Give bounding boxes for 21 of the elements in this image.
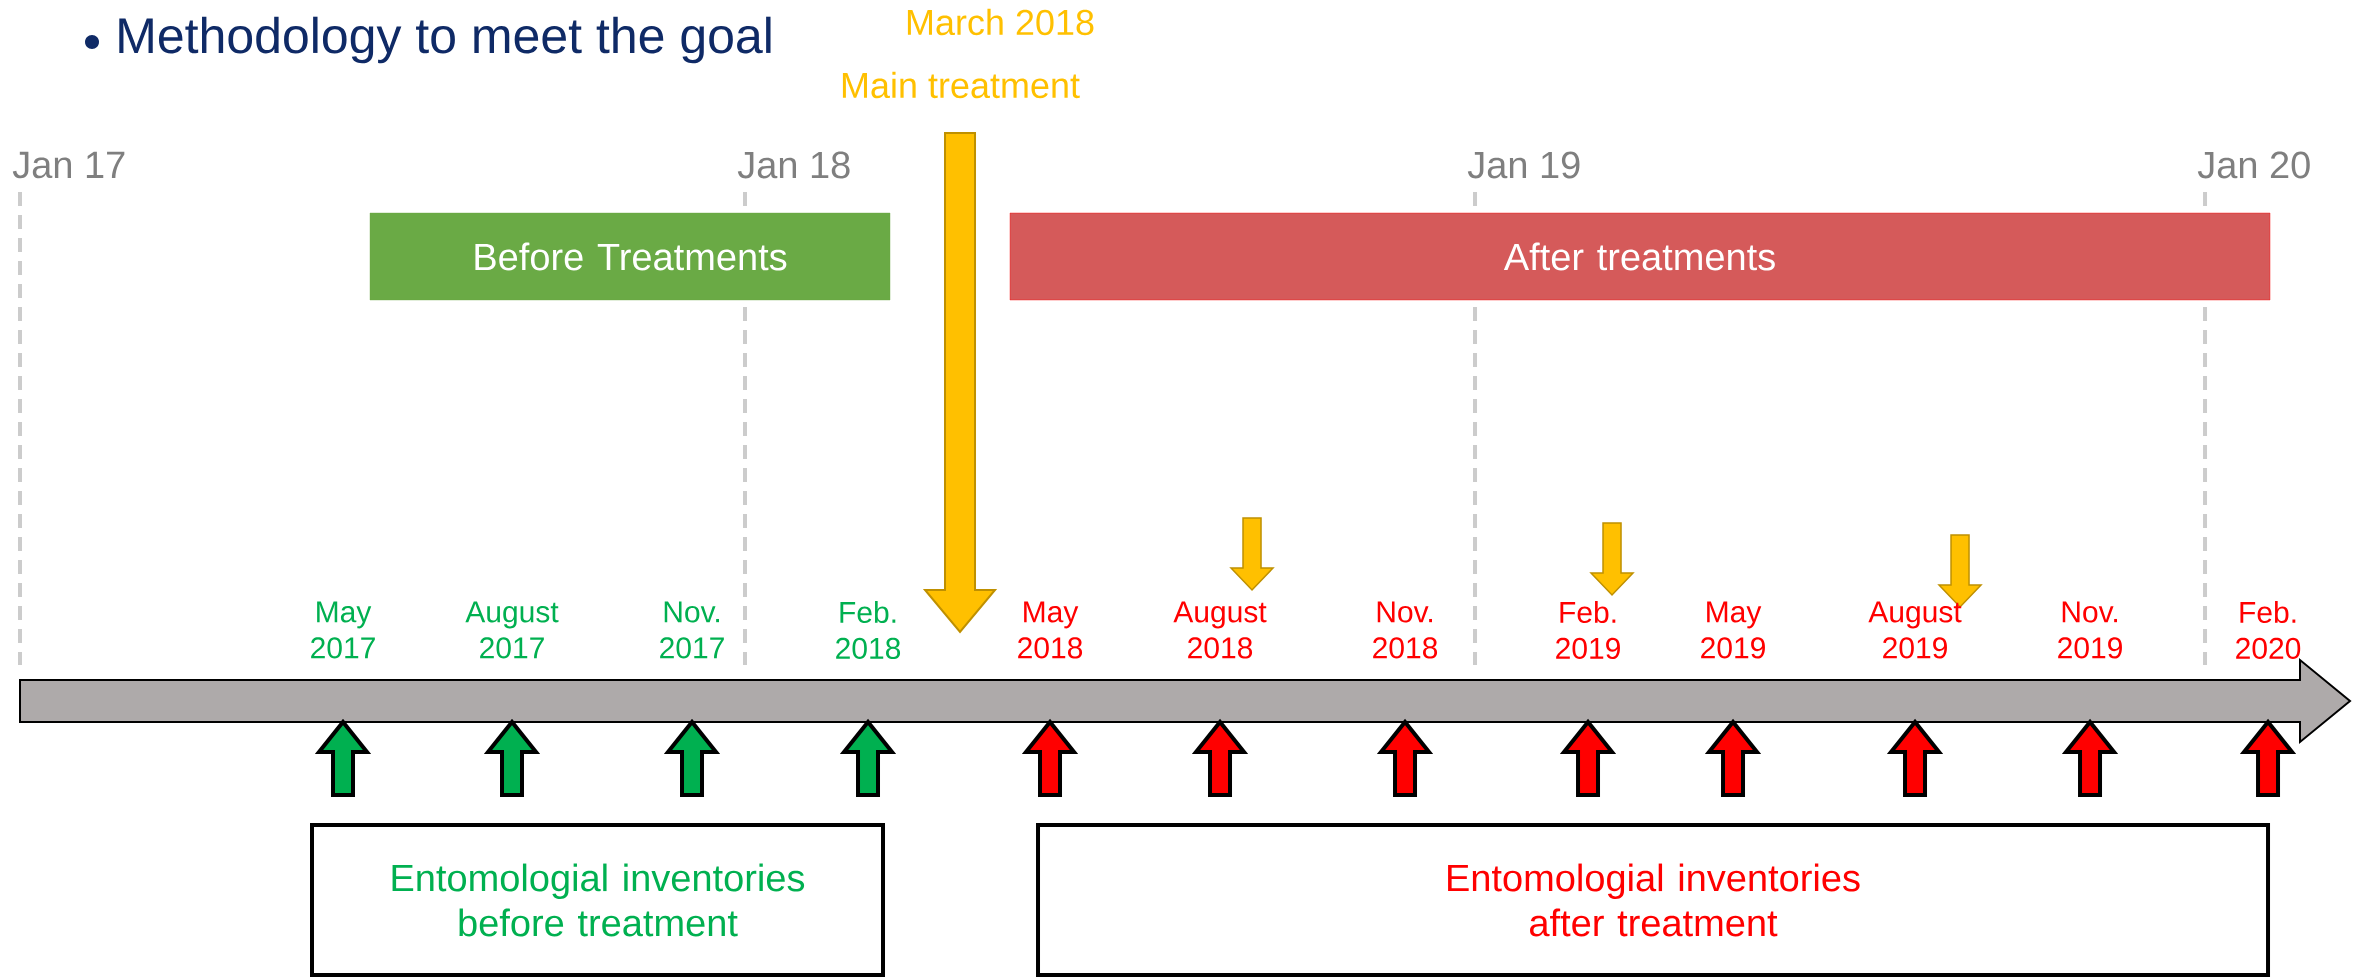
month-label: Nov. 2018: [1373, 601, 1438, 659]
month-label: August 2017: [465, 601, 559, 659]
month-label: August 2019: [1868, 601, 1962, 659]
month-label: August 2018: [1173, 601, 1267, 659]
month-label: May 2019: [1701, 601, 1765, 659]
date-label: March 2018: [907, 8, 1094, 36]
month-label: May 2018: [1018, 601, 1083, 659]
title: Methodology to meet the goal: [119, 16, 771, 64]
phase-bar: After treatments: [1009, 212, 2271, 301]
year-label: Jan 17: [12, 151, 125, 179]
inventory-box: Entomologial inventories before treatment: [310, 823, 885, 977]
month-label: Nov. 2017: [660, 601, 724, 659]
treatment-label: Main treatment: [842, 71, 1080, 99]
month-label: May 2017: [311, 601, 375, 659]
inventory-box: Entomologial inventories after treatment: [1036, 823, 2271, 977]
month-label: Feb. 2019: [1556, 601, 1620, 660]
month-label: Feb. 2020: [2236, 601, 2301, 660]
month-label: Nov. 2019: [2058, 601, 2122, 659]
phase-bar: Before Treatments: [369, 212, 891, 301]
year-label: Jan 20: [2197, 151, 2310, 179]
month-label: Feb. 2018: [836, 601, 901, 660]
